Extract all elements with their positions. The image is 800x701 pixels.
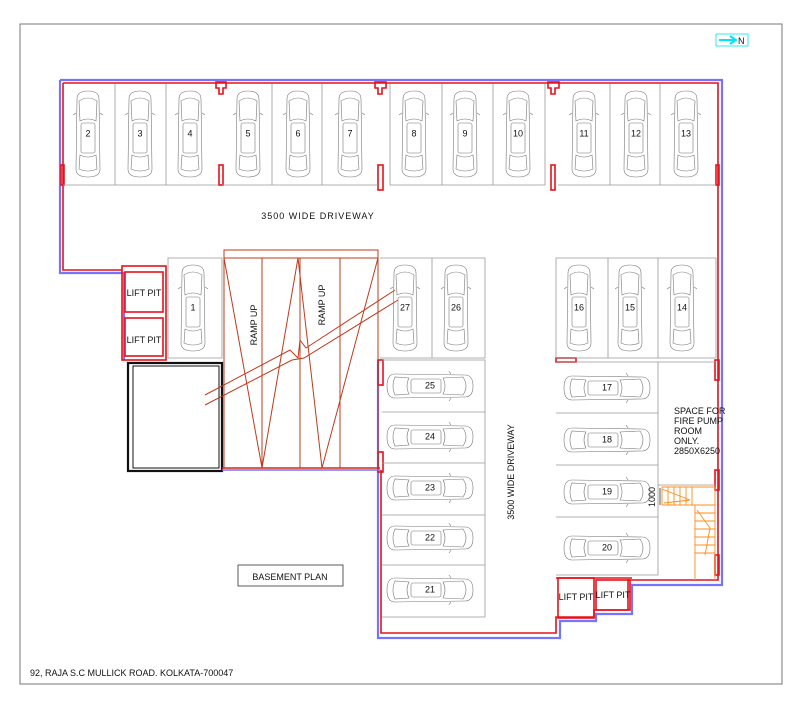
parking-stall: 13 (670, 90, 702, 178)
ramp-up-label: RAMP UP (249, 305, 259, 346)
stall-number: 2 (85, 128, 90, 138)
staircase: 1000 (647, 486, 716, 580)
parking-stall: 11 (568, 90, 600, 178)
stall-number: 24 (425, 431, 435, 441)
parking-stall: 8 (398, 90, 430, 178)
stall-number: 7 (347, 128, 352, 138)
stall-number: 25 (425, 380, 435, 390)
stall-number: 21 (425, 584, 435, 594)
parking-stall: 24 (386, 421, 474, 453)
stall-number: 8 (411, 128, 416, 138)
parking-stall: 4 (174, 90, 206, 178)
stall-number: 12 (631, 128, 641, 138)
parking-stall: 21 (386, 574, 474, 606)
outer-wall (58, 78, 724, 640)
stall-number: 6 (295, 128, 300, 138)
parking-stall: 18 (563, 424, 651, 456)
fire-pump-text: ONLY. (674, 436, 699, 446)
fire-pump-text: 2850X6250 (674, 446, 720, 456)
parking-stall: 5 (232, 90, 264, 178)
parking-stall: 10 (502, 90, 534, 178)
parking-stall: 20 (563, 532, 651, 564)
stall-number: 10 (513, 128, 523, 138)
stall-number: 5 (245, 128, 250, 138)
stall-number: 11 (579, 128, 588, 138)
parking-stall: 22 (386, 522, 474, 554)
lift-pit-label: LIFT PIT (127, 335, 162, 345)
stall-number: 23 (425, 482, 435, 492)
parking-stall: 16 (563, 264, 595, 352)
fire-pump-text: FIRE PUMP (674, 416, 723, 426)
stall-number: 4 (187, 128, 192, 138)
parking-stall: 7 (334, 90, 366, 178)
stall-number: 22 (425, 532, 435, 542)
parking-stall: 2 (72, 90, 104, 178)
lift-pits: LIFT PIT LIFT PIT LIFT PIT LIFT PIT (121, 265, 631, 619)
plan-title: BASEMENT PLAN (237, 564, 344, 587)
stall-grid (63, 84, 717, 618)
parking-stall: 9 (449, 90, 481, 178)
ramp: RAMP UP RAMP UP (204, 249, 399, 469)
parking-stall: 26 (440, 264, 472, 352)
parking-stall: 3 (124, 90, 156, 178)
dimension-label: 1000 (647, 487, 657, 507)
stall-number: 9 (462, 128, 467, 138)
parking-stall: 12 (620, 90, 652, 178)
lift-pit-label: LIFT PIT (596, 590, 631, 600)
lift-pit-label: LIFT PIT (127, 288, 162, 298)
stall-number: 17 (602, 382, 612, 392)
parking-stall: 25 (386, 370, 474, 402)
stall-number: 26 (451, 302, 461, 312)
driveway-top-label: 3500 WIDE DRIVEWAY (261, 211, 375, 221)
fire-pump-text: ROOM (674, 426, 702, 436)
ramp-up-label: RAMP UP (317, 285, 327, 326)
plan-title-text: BASEMENT PLAN (252, 572, 327, 582)
stall-number: 3 (137, 128, 142, 138)
fire-pump-text: SPACE FOR (674, 406, 726, 416)
parking-stall: 15 (614, 264, 646, 352)
stall-number: 20 (602, 542, 612, 552)
parking-stall: 14 (666, 264, 698, 352)
parking-stall: 19 (563, 476, 651, 508)
fire-pump-room: SPACE FOR FIRE PUMP ROOM ONLY. 2850X6250 (674, 406, 726, 456)
stall-number: 14 (677, 302, 687, 312)
north-arrow: N (715, 33, 749, 47)
stall-number: 1 (190, 302, 195, 312)
parking-stall: 6 (282, 90, 314, 178)
north-arrow-icon (719, 35, 738, 45)
stall-number: 27 (400, 302, 410, 312)
driveway-vertical-label: 3500 WIDE DRIVEWAY (506, 424, 516, 520)
parking-stall: 1 (177, 264, 209, 352)
stall-number: 18 (602, 434, 612, 444)
parking-stall: 17 (563, 372, 651, 404)
parking-stall: 27 (389, 264, 421, 352)
stall-number: 15 (625, 302, 635, 312)
stall-number: 13 (681, 128, 691, 138)
stall-number: 19 (602, 486, 612, 496)
north-label: N (738, 36, 745, 46)
lift-pit-label: LIFT PIT (559, 592, 594, 602)
stall-number: 16 (574, 302, 584, 312)
drawing-frame (19, 23, 783, 685)
parking-stall: 23 (386, 472, 474, 504)
address-text: 92, RAJA S.C MULLICK ROAD. KOLKATA-70004… (30, 668, 233, 678)
